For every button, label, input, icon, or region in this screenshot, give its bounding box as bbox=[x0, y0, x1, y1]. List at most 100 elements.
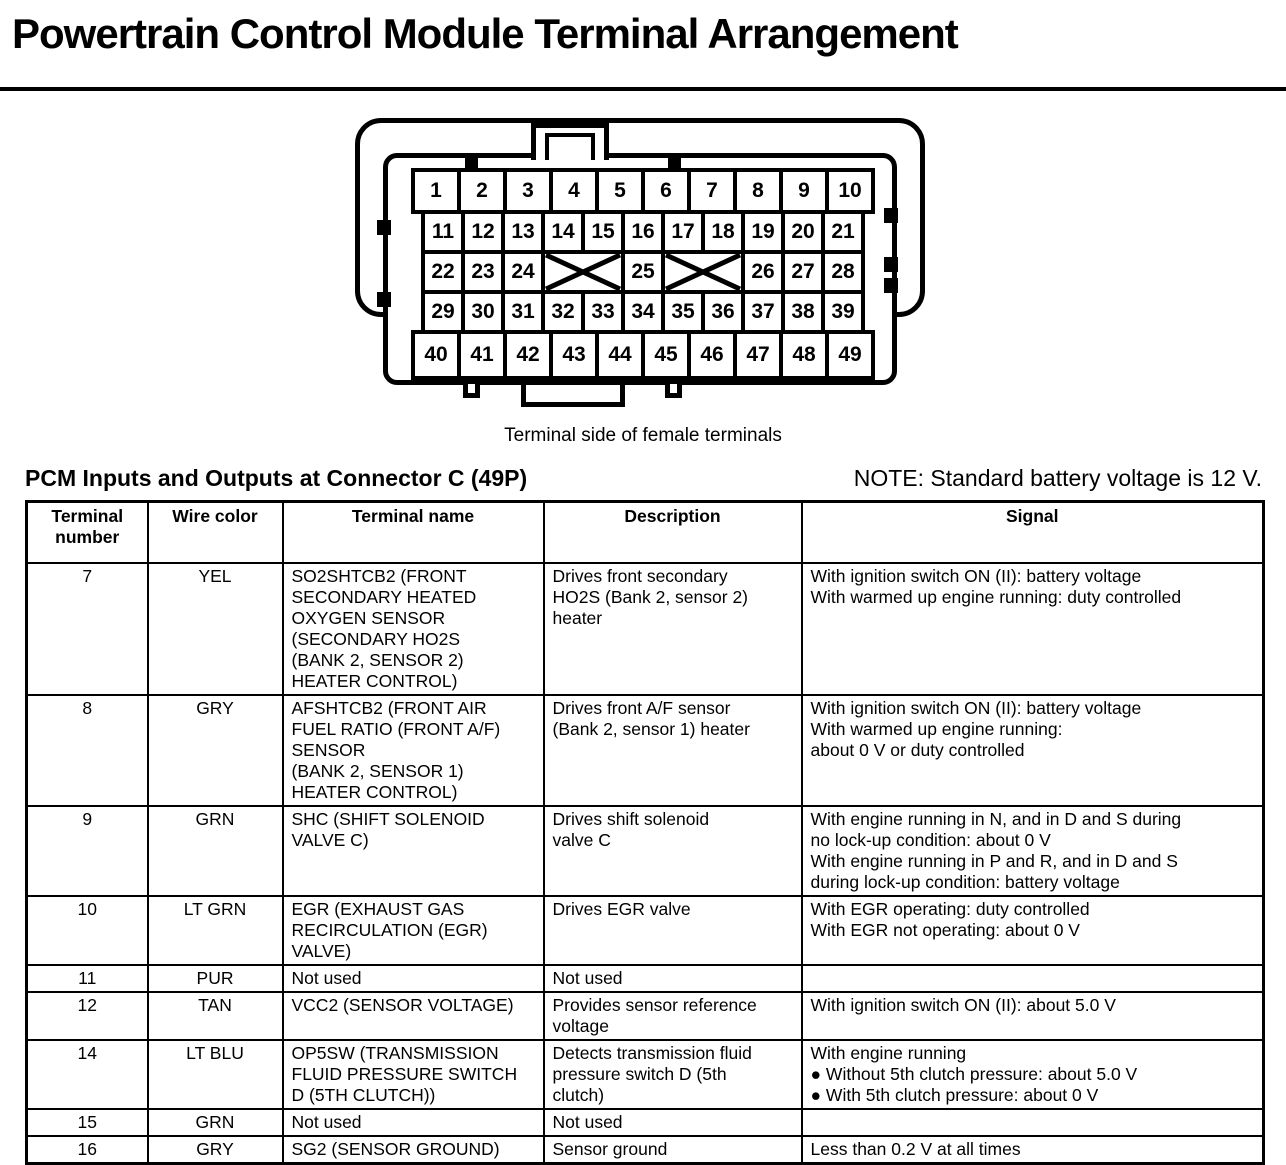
cell-wire-color: YEL bbox=[146, 561, 284, 696]
column-header: Signal bbox=[800, 500, 1265, 564]
x-mark-icon bbox=[665, 253, 741, 290]
terminal-cell-18: 18 bbox=[701, 209, 745, 254]
terminal-cell-26: 26 bbox=[741, 249, 785, 294]
terminal-cell-22: 22 bbox=[421, 249, 465, 294]
terminal-cell-44: 44 bbox=[595, 329, 645, 380]
terminal-cell-2: 2 bbox=[457, 167, 507, 214]
cell-terminal-number: 14 bbox=[25, 1038, 149, 1110]
terminal-cell-15: 15 bbox=[581, 209, 625, 254]
page-title: Powertrain Control Module Terminal Arran… bbox=[12, 10, 959, 57]
cell-description: Provides sensor reference voltage bbox=[542, 990, 803, 1041]
terminal-cell-40: 40 bbox=[411, 329, 461, 380]
terminal-cell-43: 43 bbox=[549, 329, 599, 380]
cell-description: Detects transmission fluid pressure swit… bbox=[542, 1038, 803, 1110]
terminal-cell-11: 11 bbox=[421, 209, 465, 254]
latch-mark-top-left bbox=[465, 153, 478, 168]
terminal-cell-12: 12 bbox=[461, 209, 505, 254]
cell-wire-color: GRY bbox=[146, 1134, 284, 1164]
cell-wire-color: GRN bbox=[146, 1107, 284, 1137]
cell-terminal-number: 15 bbox=[25, 1107, 149, 1137]
terminal-cell-1: 1 bbox=[411, 167, 461, 214]
terminal-cell-25: 25 bbox=[621, 249, 665, 294]
cell-signal: With ignition switch ON (II): battery vo… bbox=[800, 561, 1265, 696]
connector-top-tab bbox=[531, 122, 609, 160]
terminal-cell-20: 20 bbox=[781, 209, 825, 254]
terminal-cell-13: 13 bbox=[501, 209, 545, 254]
cell-description: Drives front A/F sensor (Bank 2, sensor … bbox=[542, 693, 803, 807]
terminal-cell-17: 17 bbox=[661, 209, 705, 254]
cell-description: Sensor ground bbox=[542, 1134, 803, 1164]
terminal-cell-4: 4 bbox=[549, 167, 599, 214]
cell-terminal-name: SO2SHTCB2 (FRONT SECONDARY HEATED OXYGEN… bbox=[281, 561, 545, 696]
latch-mark-right-1 bbox=[884, 207, 898, 223]
cell-wire-color: LT BLU bbox=[146, 1038, 284, 1110]
terminal-cell-48: 48 bbox=[779, 329, 829, 380]
cell-wire-color: GRY bbox=[146, 693, 284, 807]
terminal-cell-47: 47 bbox=[733, 329, 783, 380]
latch-mark-left-1 bbox=[377, 219, 391, 235]
terminal-cell-9: 9 bbox=[779, 167, 829, 214]
cell-terminal-name: EGR (EXHAUST GAS RECIRCULATION (EGR) VAL… bbox=[281, 894, 545, 966]
x-mark-icon bbox=[545, 253, 621, 290]
cell-wire-color: TAN bbox=[146, 990, 284, 1041]
cell-terminal-number: 12 bbox=[25, 990, 149, 1041]
cell-signal: With engine running ● Without 5th clutch… bbox=[800, 1038, 1265, 1110]
terminal-cell-21: 21 bbox=[821, 209, 865, 254]
terminal-cell-38: 38 bbox=[781, 289, 825, 334]
cell-signal bbox=[800, 1107, 1265, 1137]
note-text: NOTE: Standard battery voltage is 12 V. bbox=[853, 464, 1262, 491]
terminal-cell-29: 29 bbox=[421, 289, 465, 334]
cell-terminal-name: SG2 (SENSOR GROUND) bbox=[281, 1134, 545, 1164]
terminal-cell-30: 30 bbox=[461, 289, 505, 334]
terminal-cell-6: 6 bbox=[641, 167, 691, 214]
terminal-cell-5: 5 bbox=[595, 167, 645, 214]
latch-mark-left-2 bbox=[377, 291, 391, 307]
terminal-cell-33: 33 bbox=[581, 289, 625, 334]
terminal-cell-3: 3 bbox=[503, 167, 553, 214]
cell-description: Drives front secondary HO2S (Bank 2, sen… bbox=[542, 561, 803, 696]
terminal-cell-10: 10 bbox=[825, 167, 875, 214]
column-header: Terminal number bbox=[25, 500, 149, 564]
terminal-cell-34: 34 bbox=[621, 289, 665, 334]
terminal-cell-45: 45 bbox=[641, 329, 691, 380]
cell-description: Not used bbox=[542, 1107, 803, 1137]
terminal-cell-27: 27 bbox=[781, 249, 825, 294]
terminal-cell-24: 24 bbox=[501, 249, 545, 294]
cell-signal: With ignition switch ON (II): battery vo… bbox=[800, 693, 1265, 807]
title-divider bbox=[0, 86, 1286, 91]
cell-description: Not used bbox=[542, 963, 803, 993]
cell-description: Drives shift solenoid valve C bbox=[542, 804, 803, 897]
cell-terminal-number: 10 bbox=[25, 894, 149, 966]
cell-terminal-name: Not used bbox=[281, 963, 545, 993]
connector-top-tab-inner bbox=[545, 132, 595, 160]
latch-mark-bottom-right bbox=[665, 378, 682, 398]
latch-mark-bottom-left bbox=[463, 378, 480, 398]
cell-signal: With ignition switch ON (II): about 5.0 … bbox=[800, 990, 1265, 1041]
column-header: Terminal name bbox=[281, 500, 545, 564]
terminal-cell-35: 35 bbox=[661, 289, 705, 334]
latch-mark-right-2 bbox=[884, 256, 898, 272]
terminal-cell-39: 39 bbox=[821, 289, 865, 334]
blocked-cavity-cell bbox=[661, 249, 745, 294]
latch-mark-right-3 bbox=[884, 277, 898, 293]
cell-wire-color: LT GRN bbox=[146, 894, 284, 966]
section-row: PCM Inputs and Outputs at Connector C (4… bbox=[25, 465, 1262, 492]
cell-terminal-name: SHC (SHIFT SOLENOID VALVE C) bbox=[281, 804, 545, 897]
